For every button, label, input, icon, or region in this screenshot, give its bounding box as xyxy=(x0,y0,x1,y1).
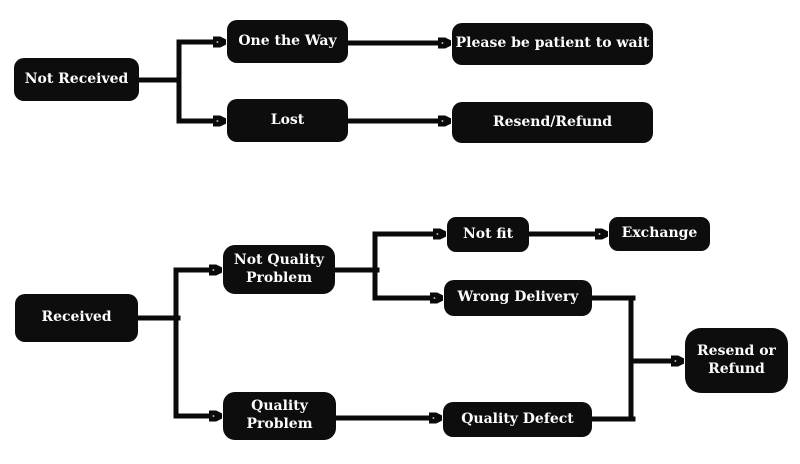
node-quality-problem: Quality Problem xyxy=(223,392,336,440)
node-lost: Lost xyxy=(227,99,348,142)
node-please-be-patient: Please be patient to wait xyxy=(452,23,653,65)
node-received: Received xyxy=(15,294,138,342)
node-wrong-delivery: Wrong Delivery xyxy=(444,280,592,316)
node-not-received: Not Received xyxy=(14,58,139,101)
node-one-the-way: One the Way xyxy=(227,20,348,63)
node-not-quality-problem: Not Quality Problem xyxy=(223,245,335,294)
node-quality-defect: Quality Defect xyxy=(443,402,592,437)
node-exchange: Exchange xyxy=(609,217,710,251)
node-resend-or-refund: Resend or Refund xyxy=(685,328,788,393)
node-not-fit: Not fit xyxy=(447,217,529,252)
node-resend-refund: Resend/Refund xyxy=(452,102,653,143)
